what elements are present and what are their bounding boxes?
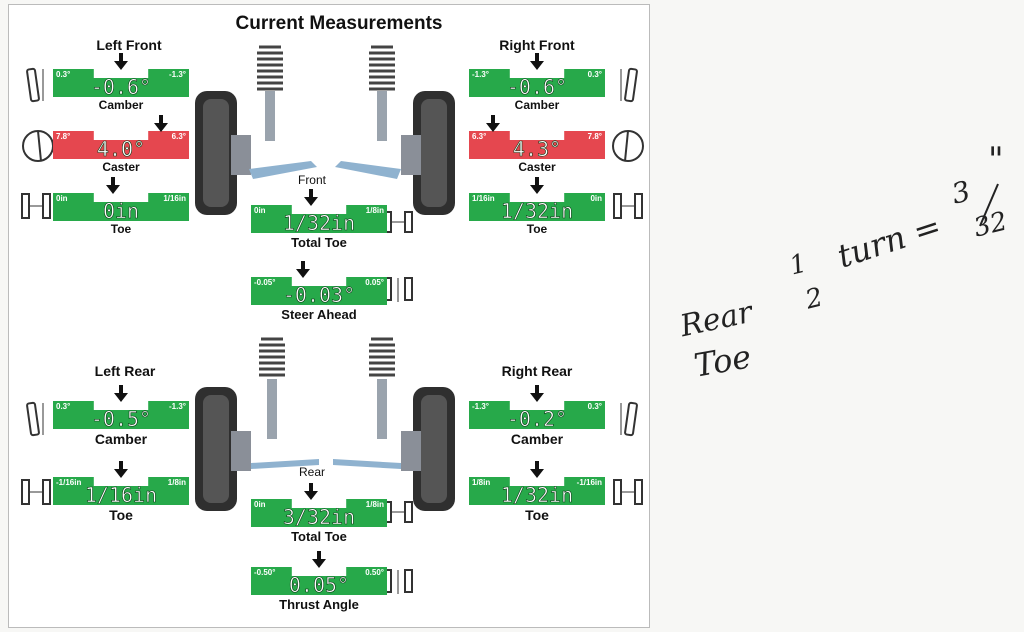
range-min: 1/16in <box>472 194 495 203</box>
meter-value: 1/32in <box>500 483 574 507</box>
heading-right-front: Right Front <box>499 37 575 53</box>
note-inch-mark: " <box>988 140 1004 180</box>
left-front-caster-label: Caster <box>102 160 140 174</box>
left-front-toe-meter: 0in 1/16in 0in <box>53 177 189 223</box>
range-min: 0in <box>254 206 266 215</box>
right-front-caster-meter: 6.3° 7.8° 4.3° <box>469 115 605 161</box>
heading-left-rear: Left Rear <box>94 363 156 379</box>
meter-value: 3/32in <box>282 505 356 529</box>
range-min: 6.3° <box>472 132 487 141</box>
right-front-camber-meter: -1.3° 0.3° -0.6° <box>469 53 605 99</box>
meter-value: -0.6° <box>506 75 568 99</box>
meter-value: -0.5° <box>90 407 152 431</box>
thrust-angle-label: Thrust Angle <box>279 597 359 612</box>
range-max: 1/8in <box>365 500 384 509</box>
range-min: 7.8° <box>56 132 71 141</box>
range-max: -1/16in <box>576 478 602 487</box>
left-rear-camber-label: Camber <box>94 431 148 447</box>
range-min: -1.3° <box>472 70 489 79</box>
range-max: 7.8° <box>587 132 602 141</box>
rear-total-toe-label: Total Toe <box>291 529 347 544</box>
range-max: -1.3° <box>169 402 186 411</box>
range-max: 1/8in <box>167 478 186 487</box>
front-total-toe-meter: 0in 1/8in 1/32in <box>251 189 387 235</box>
meter-value: 4.0° <box>96 137 146 161</box>
note-turn: turn = <box>832 206 946 276</box>
range-min: -0.50° <box>254 568 276 577</box>
left-front-caster-meter: 7.8° 6.3° 4.0° <box>53 115 189 161</box>
range-min: 1/8in <box>472 478 491 487</box>
range-max: 6.3° <box>171 132 186 141</box>
right-front-toe-label: Toe <box>526 222 548 236</box>
right-rear-camber-meter: -1.3° 0.3° -0.2° <box>469 385 605 431</box>
left-front-camber-label: Camber <box>98 98 144 112</box>
front-suspension-image <box>195 45 455 215</box>
rear-suspension-image <box>195 337 455 511</box>
range-min: 0.3° <box>56 402 71 411</box>
range-max: 0.05° <box>365 278 384 287</box>
camber-wheel-icon <box>620 401 638 437</box>
range-max: 0in <box>590 194 602 203</box>
meter-value: 1/32in <box>500 199 574 223</box>
range-max: 1/16in <box>163 194 186 203</box>
meter-value: 0in <box>102 199 140 223</box>
right-front-camber-label: Camber <box>514 98 560 112</box>
range-min: 0.3° <box>56 70 71 79</box>
left-rear-toe-label: Toe <box>109 507 133 523</box>
right-rear-camber-label: Camber <box>510 431 564 447</box>
range-min: -1/16in <box>56 478 82 487</box>
note-rear: Rear <box>677 294 756 345</box>
note-fraction-line <box>979 183 999 227</box>
meter-value: -0.2° <box>506 407 568 431</box>
right-front-toe-meter: 1/16in 0in 1/32in <box>469 177 605 223</box>
range-max: -1.3° <box>169 70 186 79</box>
toe-wheels-icon <box>613 193 643 219</box>
right-rear-toe-label: Toe <box>525 507 549 523</box>
rear-total-toe-meter: 0in 1/8in 3/32in <box>251 483 387 529</box>
range-min: 0in <box>254 500 266 509</box>
left-front-camber-meter: 0.3° -1.3° -0.6° <box>53 53 189 99</box>
note-half-denominator: 2 <box>802 282 826 316</box>
steer-ahead-label: Steer Ahead <box>281 307 357 322</box>
range-max: 0.50° <box>365 568 384 577</box>
meter-value: -0.03° <box>282 283 356 307</box>
meter-value: 1/32in <box>282 211 356 235</box>
toe-wheels-icon <box>21 479 51 505</box>
range-min: 0in <box>56 194 68 203</box>
steer-ahead-meter: -0.05° 0.05° -0.03° <box>251 261 387 307</box>
meter-value: 0.05° <box>288 573 350 597</box>
range-max: 0.3° <box>587 70 602 79</box>
caster-wheel-icon <box>22 130 54 162</box>
camber-wheel-icon <box>26 401 44 437</box>
heading-front: Front <box>297 173 326 187</box>
thrust-angle-meter: -0.50° 0.50° 0.05° <box>251 551 387 597</box>
left-rear-toe-meter: -1/16in 1/8in 1/16in <box>53 461 189 507</box>
meter-value: 4.3° <box>512 137 562 161</box>
left-rear-camber-meter: 0.3° -1.3° -0.5° <box>53 385 189 431</box>
alignment-report: Current Measurements Left Front Right Fr… <box>8 4 650 628</box>
camber-wheel-icon <box>26 67 44 103</box>
caster-wheel-icon <box>612 130 644 162</box>
range-min: -1.3° <box>472 402 489 411</box>
front-total-toe-label: Total Toe <box>291 235 347 250</box>
left-front-toe-label: Toe <box>110 222 132 236</box>
note-half-numerator: 1 <box>786 248 810 282</box>
range-min: -0.05° <box>254 278 276 287</box>
heading-left-front: Left Front <box>96 37 162 53</box>
note-toe: Toe <box>691 337 754 385</box>
range-max: 0.3° <box>587 402 602 411</box>
meter-value: -0.6° <box>90 75 152 99</box>
range-max: 1/8in <box>365 206 384 215</box>
meter-value: 1/16in <box>84 483 158 507</box>
toe-wheels-icon <box>613 479 643 505</box>
toe-wheels-icon <box>21 193 51 219</box>
right-front-caster-label: Caster <box>518 160 556 174</box>
camber-wheel-icon <box>620 67 638 103</box>
heading-right-rear: Right Rear <box>501 363 573 379</box>
page-title: Current Measurements <box>235 13 443 34</box>
heading-rear: Rear <box>298 465 325 479</box>
